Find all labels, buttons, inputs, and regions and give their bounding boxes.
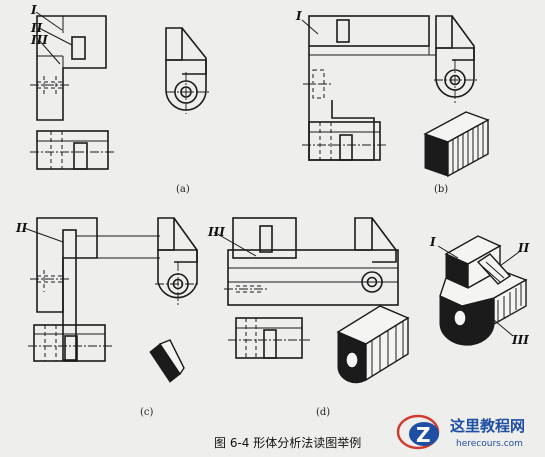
panel-c-label: (c): [140, 407, 154, 418]
panel-a-part-label-2: II: [30, 21, 43, 35]
watermark-logo-icon: Z: [396, 414, 440, 450]
panel-a-top-view: [30, 130, 114, 170]
panel-a-side-view: [165, 27, 210, 114]
watermark-url: herecours.com: [456, 439, 523, 449]
panel-b: I: [295, 9, 490, 195]
panel-a-front-view: I II III: [30, 3, 107, 121]
panel-c: II (c): [15, 217, 200, 418]
panel-c-side-view: [155, 217, 200, 306]
panel-c-part-label: II: [15, 221, 28, 235]
panel-b-top-view: [302, 121, 386, 161]
panel-d-front-view: III: [207, 217, 399, 306]
panel-d-label: (d): [316, 407, 330, 418]
panel-b-iso-block: [423, 111, 490, 178]
panel-d-part-label-iii: III: [511, 333, 529, 347]
panel-d-side-view: [350, 217, 398, 293]
panel-a: I II III (a): [30, 3, 210, 195]
panel-b-side-view: [434, 15, 478, 103]
panel-d-iso-assembly: I II III: [429, 235, 530, 347]
panel-b-label: (b): [434, 184, 448, 195]
panel-b-part-label: I: [295, 9, 302, 23]
panel-d-part-label-ii: II: [517, 241, 530, 255]
panel-c-front-view: II: [15, 217, 160, 361]
panel-a-part-label-3: III: [30, 33, 48, 47]
panel-d-part-label-i: I: [429, 235, 436, 249]
watermark: Z 这里教程网 herecours.com: [396, 414, 525, 450]
panel-d-part-label-front: III: [207, 225, 225, 239]
panel-b-front-view: I: [295, 9, 436, 161]
figure-caption: 图 6-4 形体分析法读图举例: [214, 436, 361, 450]
panel-d-top-view: [228, 317, 310, 359]
watermark-logo-letter: Z: [416, 423, 431, 447]
panel-c-top-view: [28, 324, 112, 362]
panel-d: III: [207, 217, 530, 418]
panel-a-part-label-1: I: [30, 3, 37, 17]
panel-a-label: (a): [176, 184, 190, 195]
panel-d-iso-base: [336, 305, 410, 384]
watermark-title: 这里教程网: [450, 417, 525, 435]
panel-c-iso-rib: [149, 339, 185, 383]
